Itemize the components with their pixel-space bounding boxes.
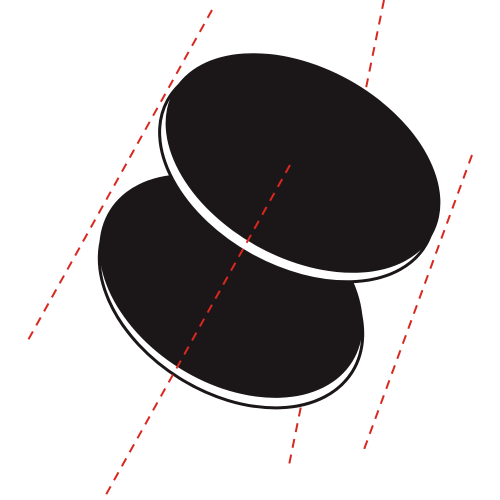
right-guide-line-upper — [361, 154, 473, 456]
guide-lines-front — [102, 154, 473, 500]
upper-disc — [158, 53, 441, 284]
upper-disc-face — [165, 53, 441, 273]
